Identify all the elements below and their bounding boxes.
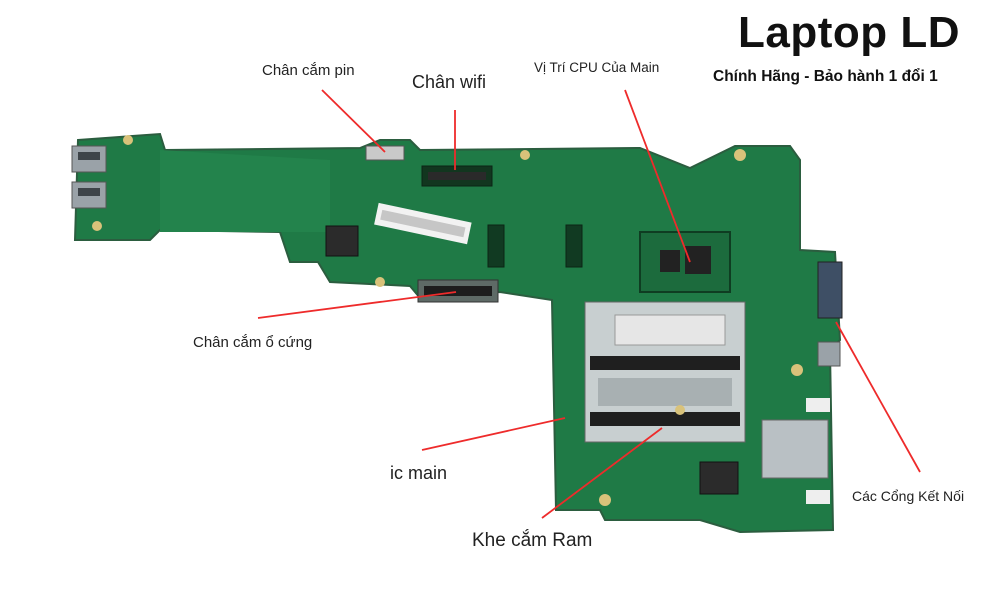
card-reader	[761, 419, 829, 479]
battery-annotation-line	[321, 89, 386, 153]
ports-annotation-line	[835, 321, 921, 473]
ram-slot-1	[590, 356, 740, 370]
usb-port-right	[817, 341, 841, 367]
ram-annotation-line	[541, 427, 663, 519]
label-ic-main: ic main	[390, 463, 448, 483]
ic-main-annotation-line	[421, 417, 566, 451]
label-wifi-slot: Chân wifi	[412, 72, 487, 92]
m2-slot-2	[565, 224, 583, 268]
m2-slot-1	[487, 224, 505, 268]
ram-module-label	[614, 314, 726, 346]
label-battery-connector: Chân cắm pin	[262, 62, 355, 79]
battery-connector	[365, 145, 405, 161]
board-frame	[160, 150, 330, 232]
cpu-die-1	[660, 250, 680, 272]
ram-slot-2	[590, 412, 740, 426]
page-title: Laptop LD	[738, 8, 961, 57]
vga-port	[817, 261, 843, 319]
lower-chip	[699, 461, 739, 495]
cpu-annotation-line	[624, 89, 691, 263]
page-subtitle: Chính Hãng - Bảo hành 1 đổi 1	[713, 68, 938, 85]
label-io-ports: Các Cổng Kết Nối	[852, 488, 965, 504]
hdd-annotation-line	[257, 291, 457, 319]
usb-port-2	[71, 181, 107, 209]
small-chip	[325, 225, 359, 257]
label-hdd-connector: Chân cắm ổ cứng	[193, 334, 313, 351]
label-cpu-location: Vị Trí CPU Của Main	[534, 60, 660, 75]
label-ram-slot: Khe cắm Ram	[472, 530, 593, 551]
